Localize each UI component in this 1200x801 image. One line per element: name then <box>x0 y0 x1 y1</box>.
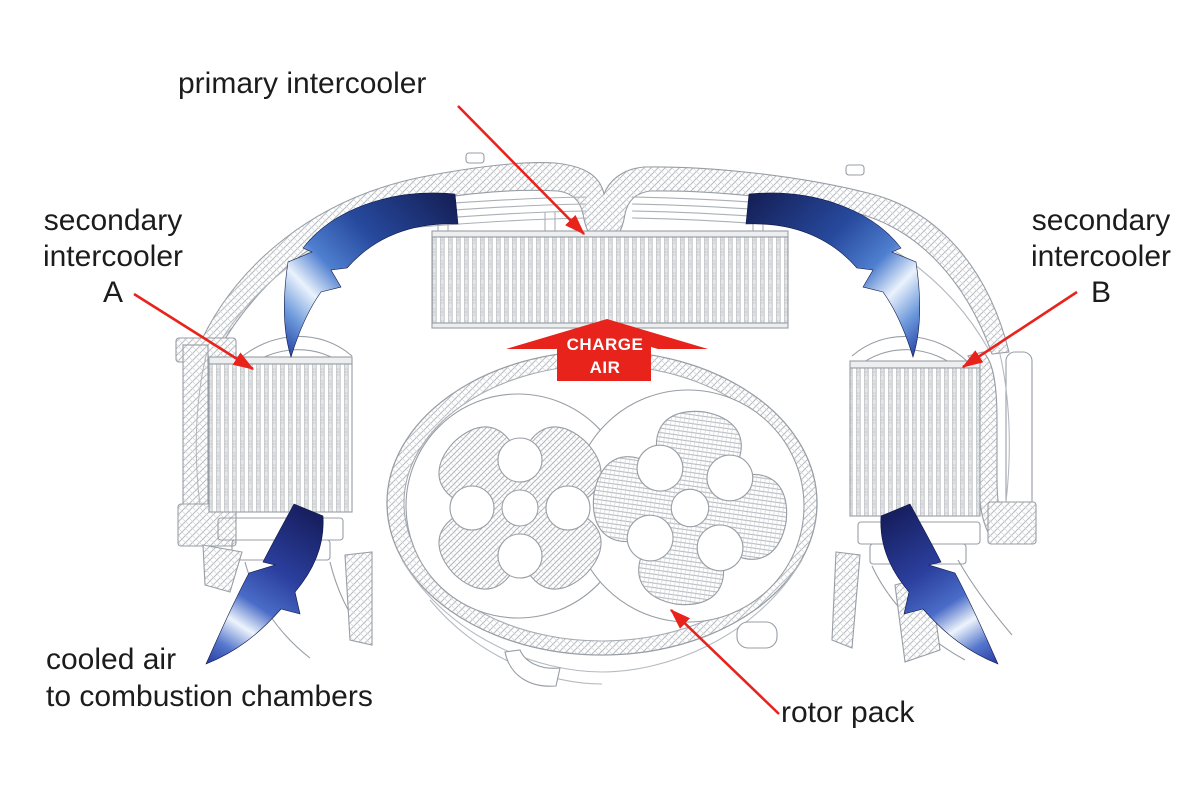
airflow-arrow-bottom-right <box>880 503 999 665</box>
secondary-intercooler-b-core <box>849 360 981 565</box>
left-housing-wall <box>175 337 237 547</box>
primary-intercooler-core <box>431 230 789 329</box>
airflow-arrow-top-right <box>745 192 921 359</box>
secondary-intercooler-a-core <box>208 356 353 561</box>
secondary-intercooler-a-label: secondary intercooler A <box>42 204 184 309</box>
right-housing-wall <box>967 349 1037 545</box>
housing-line-art <box>175 152 1037 687</box>
charge-air-label: CHARGE AIR <box>566 335 644 377</box>
cooled-air-label: cooled air to combustion chambers <box>46 643 373 713</box>
airflow-arrow-bottom-left <box>205 503 324 665</box>
leader-arrow-rotor-pack <box>670 609 780 715</box>
airflow-arrow-top-left <box>283 192 459 359</box>
leader-arrow-secondary-intercooler-a <box>133 292 255 371</box>
rotor-pack-label: rotor pack <box>781 696 915 729</box>
top-cover <box>195 162 1010 355</box>
charge-air-up-arrow <box>506 319 708 381</box>
leader-arrow-secondary-intercooler-b <box>961 290 1078 369</box>
leader-arrow-primary-intercooler <box>457 105 585 235</box>
rotor-pack-right-rotor <box>592 410 788 606</box>
rotor-pack-left-rotor <box>438 426 602 590</box>
secondary-intercooler-b-label: secondary intercooler B <box>1030 204 1172 309</box>
primary-intercooler-label: primary intercooler <box>178 67 427 100</box>
left-outlet-duct <box>202 544 373 659</box>
